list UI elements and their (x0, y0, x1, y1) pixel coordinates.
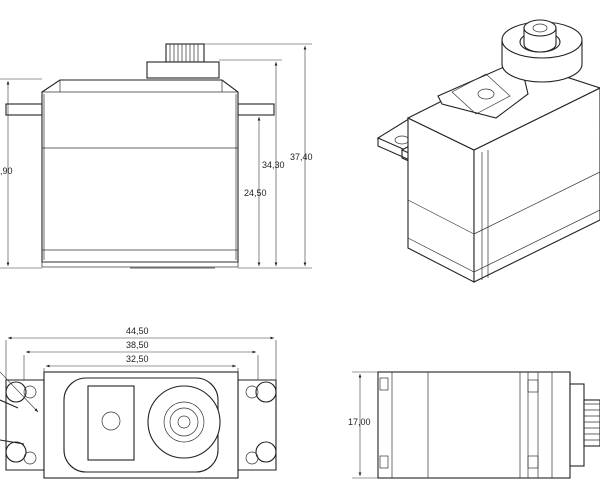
side-view: 17,00 (348, 371, 600, 479)
side-body (377, 371, 571, 479)
front-top-cap (146, 61, 220, 79)
dim-partial-height: ,90 (0, 166, 13, 176)
dim-body-length: 32,50 (126, 354, 149, 364)
side-output-hub (569, 383, 585, 467)
top-view: 44,50 38,50 32,50 (0, 326, 277, 479)
top-gear-housing (147, 385, 221, 459)
dim-side-width: 17,00 (348, 417, 371, 427)
front-body (41, 79, 239, 263)
front-view: 37,40 34,30 24,50 ,90 (0, 43, 313, 269)
front-right-flange (237, 103, 275, 116)
top-square-plate (87, 385, 135, 461)
dim-height-with-flange: 34,30 (262, 160, 285, 170)
front-left-flange (5, 103, 43, 116)
side-output-spline (583, 399, 600, 447)
dim-body-height: 24,50 (244, 188, 267, 198)
dim-mount-hole-spacing: 38,50 (126, 340, 149, 350)
dim-total-height: 37,40 (290, 152, 313, 162)
isometric-view (376, 19, 600, 283)
dim-overall-length: 44,50 (126, 326, 149, 336)
